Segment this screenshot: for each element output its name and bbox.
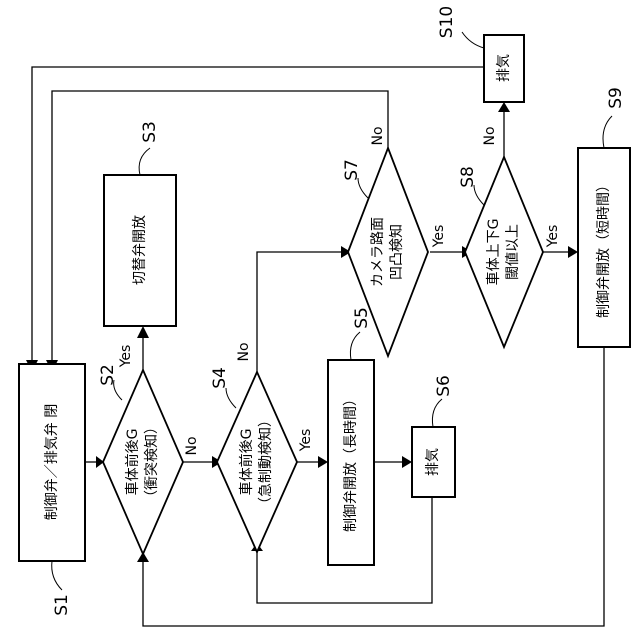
s4-yes-label: Yes: [298, 429, 314, 453]
s2-id: S2: [98, 364, 118, 386]
s10-to-s1-line: [32, 67, 484, 360]
s9-id: S9: [606, 87, 626, 109]
step-s6: 排気: [412, 427, 455, 497]
s2-line1: 車体前後G: [124, 429, 141, 496]
step-s9: 制御弁開放（短時間）: [578, 148, 630, 347]
s4-no-to-s7-line: [257, 252, 345, 372]
s4-no-label: No: [236, 342, 252, 361]
step-s5: 制御弁開放（長時間）: [328, 360, 374, 565]
s2-no-label: No: [184, 436, 200, 455]
s10-id: S10: [437, 6, 457, 38]
step-s2: 車体前後G （衝突検知）: [103, 370, 183, 554]
s1-id: S1: [52, 594, 72, 616]
s8-line2: 閾値以上: [505, 224, 521, 280]
step-s3: 切替弁開放: [104, 175, 176, 326]
s4-leader: [226, 388, 236, 408]
s7-line2: 凹凸検知: [388, 224, 405, 280]
s7-yes-label: Yes: [431, 225, 447, 249]
s6-text: 排気: [425, 448, 441, 476]
s8-no-label: No: [482, 126, 498, 145]
s10-text: 排気: [496, 54, 512, 82]
s9-leader: [603, 116, 612, 148]
s6-leader: [432, 399, 442, 427]
step-s10: 排気: [484, 35, 524, 102]
s5-id: S5: [352, 307, 372, 329]
s3-id: S3: [140, 121, 160, 143]
s7-no-label: No: [370, 126, 386, 145]
arrowhead: [402, 456, 412, 468]
step-s1: 制御弁／排気弁 閉: [19, 364, 85, 561]
s8-line1: 車体上下G: [485, 219, 502, 286]
s2-line2: （衝突検知）: [143, 420, 160, 504]
arrowhead: [318, 456, 328, 468]
s3-text: 切替弁開放: [132, 215, 148, 285]
s8-yes-label: Yes: [545, 225, 561, 249]
arrowhead: [137, 326, 149, 338]
s5-leader: [350, 332, 360, 360]
s10-leader: [462, 32, 484, 48]
s8-id: S8: [458, 166, 478, 188]
s6-id: S6: [434, 375, 454, 397]
s4-id: S4: [210, 367, 230, 389]
s5-text: 制御弁開放（長時間）: [343, 392, 359, 532]
s4-line2: （急制動検知）: [257, 413, 274, 511]
s1-leader: [52, 561, 62, 590]
s7-id: S7: [342, 159, 362, 181]
s2-yes-label: Yes: [118, 345, 134, 369]
s9-text: 制御弁開放（短時間）: [596, 178, 612, 318]
arrowhead: [568, 246, 578, 258]
s4-line1: 車体前後G: [238, 429, 255, 496]
decision-diamond-s2: [103, 370, 183, 554]
s7-no-to-s1-line: [52, 91, 388, 360]
s7-line1: カメラ路面: [370, 217, 386, 287]
arrowheads: [26, 102, 578, 562]
arrowhead: [498, 102, 510, 112]
s1-text: 制御弁／排気弁 閉: [44, 404, 60, 520]
s3-leader: [139, 148, 150, 175]
